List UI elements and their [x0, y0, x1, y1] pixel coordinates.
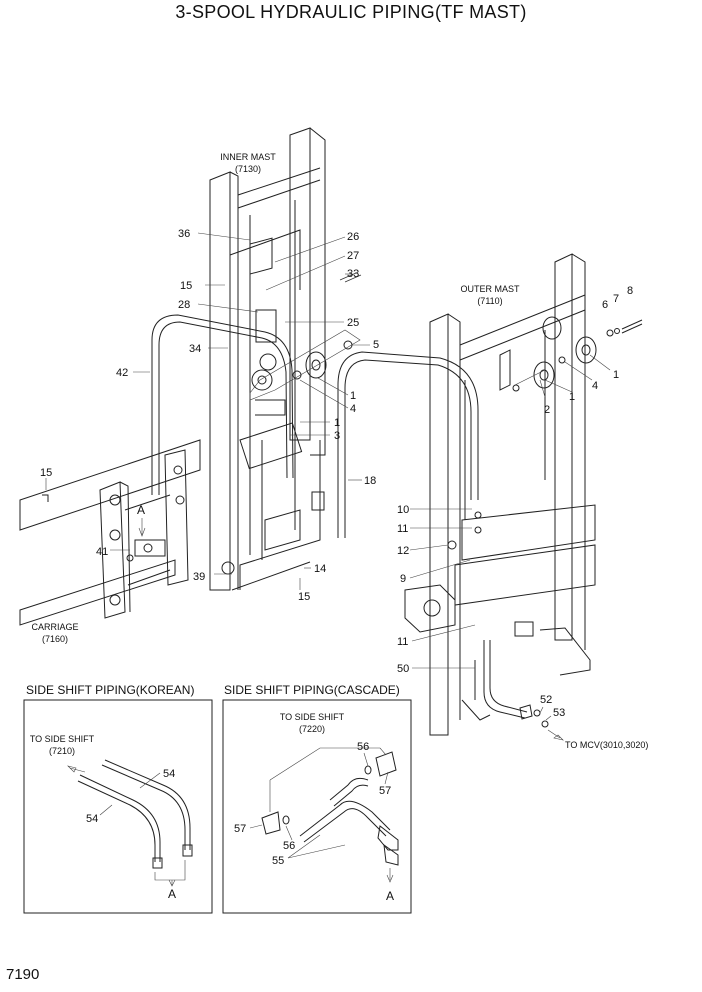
view-marker-a-korean: A: [168, 887, 176, 901]
callout-8: 8: [627, 285, 633, 297]
inset-korean-frame: [23, 699, 213, 914]
inset-cascade-title: SIDE SHIFT PIPING(CASCADE): [224, 683, 400, 697]
carriage-drawing: [19, 439, 201, 626]
callout-1c: 1: [613, 369, 619, 381]
callout-28: 28: [178, 299, 190, 311]
callout-10: 10: [397, 504, 409, 516]
inset-cascade-drawing: [249, 747, 399, 883]
callout-25: 25: [347, 317, 359, 329]
callout-5: 5: [373, 339, 379, 351]
callout-9: 9: [400, 573, 406, 585]
callout-41: 41: [96, 546, 108, 558]
inset-korean-text: SIDE SHIFT PIPING(KOREAN) TO SIDE SHIFT …: [26, 683, 194, 825]
callout-18: 18: [364, 475, 376, 487]
inset-korean-title: SIDE SHIFT PIPING(KOREAN): [26, 683, 194, 697]
outer-mast-drawing: [404, 253, 643, 736]
callout-54a: 54: [163, 768, 175, 780]
callout-numbers: 36 15 28 34 42 26 27 33 25 5 1 4 1 3 18 …: [40, 228, 633, 719]
callout-1d: 1: [569, 391, 575, 403]
page-number: 7190: [6, 966, 40, 983]
callout-57b: 57: [234, 823, 246, 835]
callout-4a: 4: [350, 403, 356, 415]
callout-53: 53: [553, 707, 565, 719]
inset-korean-dest: TO SIDE SHIFT: [30, 734, 95, 744]
callout-55: 55: [272, 855, 284, 867]
to-mcv-label: TO MCV(3010,3020): [565, 740, 648, 750]
view-arrows: [138, 518, 146, 537]
inset-korean-code: (7210): [49, 746, 75, 756]
callout-54b: 54: [86, 813, 98, 825]
view-marker-a-main: A: [137, 503, 145, 517]
callout-4b: 4: [592, 380, 598, 392]
callout-15b: 15: [40, 467, 52, 479]
callout-36: 36: [178, 228, 190, 240]
callout-7: 7: [613, 293, 619, 305]
assembly-labels: INNER MAST (7130) OUTER MAST (7110) CARR…: [31, 152, 648, 750]
callout-14: 14: [314, 563, 326, 575]
callout-15: 15: [180, 280, 192, 292]
callout-2: 2: [544, 404, 550, 416]
callout-3: 3: [334, 430, 340, 442]
callout-6: 6: [602, 299, 608, 311]
inner-mast-code: (7130): [235, 164, 261, 174]
outer-mast-code: (7110): [477, 296, 502, 306]
callout-12: 12: [397, 545, 409, 557]
leader-lines: [45, 232, 611, 721]
view-markers: A A A: [137, 503, 394, 903]
callout-1a: 1: [350, 390, 356, 402]
callout-1b: 1: [334, 417, 340, 429]
carriage-name: CARRIAGE: [31, 622, 78, 632]
callout-34: 34: [189, 343, 201, 355]
hose-routing: [151, 314, 564, 741]
inset-cascade-code: (7220): [299, 724, 325, 734]
inner-mast-name: INNER MAST: [220, 152, 276, 162]
callout-39: 39: [193, 571, 205, 583]
callout-15c: 15: [298, 591, 310, 603]
inset-cascade-frame: [222, 699, 412, 914]
callout-33: 33: [347, 268, 359, 280]
callout-57a: 57: [379, 785, 391, 797]
callout-11b: 11: [397, 636, 408, 648]
callout-42: 42: [116, 367, 128, 379]
callout-50: 50: [397, 663, 409, 675]
inset-cascade-dest: TO SIDE SHIFT: [280, 712, 345, 722]
callout-11a: 11: [397, 523, 408, 535]
callout-26: 26: [347, 231, 359, 243]
callout-56b: 56: [283, 840, 295, 852]
view-marker-a-cascade: A: [386, 889, 394, 903]
page-title: 3-SPOOL HYDRAULIC PIPING(TF MAST): [175, 2, 527, 22]
callout-52: 52: [540, 694, 552, 706]
callout-27: 27: [347, 250, 359, 262]
inset-cascade-text: SIDE SHIFT PIPING(CASCADE) TO SIDE SHIFT…: [224, 683, 400, 867]
callout-56a: 56: [357, 741, 369, 753]
carriage-code: (7160): [42, 634, 68, 644]
inset-korean-drawing: [67, 759, 193, 887]
outer-mast-name: OUTER MAST: [460, 284, 520, 294]
